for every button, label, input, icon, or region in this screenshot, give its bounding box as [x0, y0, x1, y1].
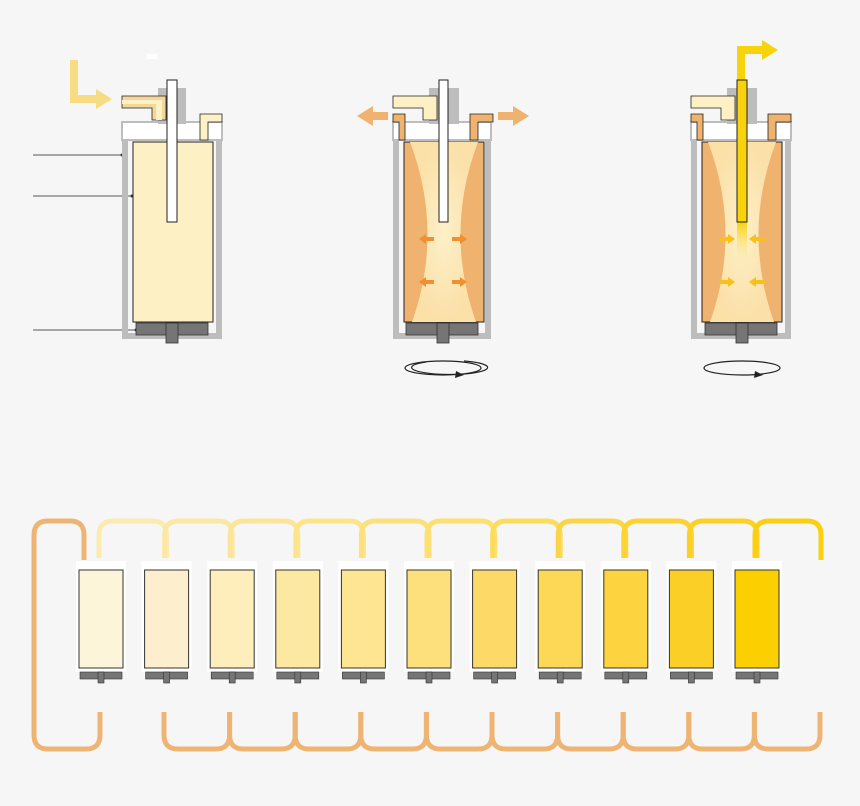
- cascade-tube: [603, 569, 649, 669]
- cascade-tube: [78, 569, 124, 669]
- cascade-tube: [406, 569, 452, 669]
- separation-arrows-icon: [419, 234, 467, 287]
- rotation-arrow-icon: [703, 360, 781, 378]
- inflow-arrow-head: [96, 89, 112, 109]
- left-outflow-arrow-icon: [357, 106, 388, 126]
- motor-shaft: [735, 322, 749, 344]
- left-outlet-pipe: [690, 113, 704, 141]
- cascade-tube: [472, 569, 518, 669]
- stage-extract: [690, 40, 792, 378]
- feed-pipe: [690, 95, 736, 121]
- feed-pipe: [392, 95, 438, 121]
- stage-separate: [357, 79, 529, 378]
- stage-fill: [33, 54, 223, 344]
- collection-arrows-icon: [719, 234, 765, 287]
- core-liquid: [410, 142, 478, 322]
- bottom-transfer-pipe: [161, 712, 233, 752]
- label-marker: [147, 54, 157, 59]
- right-outflow-arrow-icon: [498, 106, 529, 126]
- cascade-motor-shaft: [294, 671, 302, 684]
- feed-pipe-inner: [122, 100, 162, 120]
- motor-shaft: [165, 322, 179, 344]
- top-transfer-pipe: [555, 518, 629, 558]
- cascade-tube: [537, 569, 583, 669]
- bottom-transfer-pipe: [555, 712, 626, 752]
- cascade-motor-shaft: [556, 671, 564, 684]
- outflow-arrow-icon: [737, 46, 764, 86]
- cascade-process: [31, 518, 824, 752]
- cascade-tube: [209, 569, 255, 669]
- top-transfer-pipe: [96, 518, 170, 558]
- bottom-transfer-pipe: [227, 712, 298, 752]
- cascade-tube: [340, 569, 386, 669]
- cascade-tube: [734, 569, 780, 669]
- cascade-motor-shaft: [491, 671, 498, 684]
- bottom-transfer-pipe: [620, 712, 692, 752]
- cascade-motor-shaft: [163, 671, 170, 684]
- central-pipe: [736, 79, 748, 223]
- cascade-motor-shaft: [97, 671, 105, 684]
- extracted-stream: [737, 222, 747, 262]
- top-transfer-pipe: [293, 518, 366, 558]
- top-transfer-pipe: [227, 518, 301, 558]
- cascade-tube: [668, 569, 714, 669]
- top-output-pipe: [752, 518, 824, 560]
- cascade-motor-shaft: [425, 671, 433, 684]
- cascade-motor-shaft: [360, 671, 367, 684]
- top-transfer-pipe: [424, 518, 498, 558]
- cascade-motor-shaft: [622, 671, 630, 684]
- bottom-transfer-pipe: [292, 712, 364, 752]
- outlet-pipe: [199, 113, 223, 141]
- bottom-transfer-pipe: [489, 712, 561, 752]
- cascade-motor-shaft: [688, 671, 695, 684]
- bottom-transfer-pipe: [358, 712, 429, 752]
- bottom-transfer-pipe: [423, 712, 495, 752]
- top-transfer-pipe: [358, 518, 432, 558]
- central-pipe: [438, 79, 449, 223]
- bottom-transfer-pipe: [751, 712, 823, 752]
- top-transfer-pipe: [490, 518, 563, 558]
- right-outlet-pipe: [767, 113, 792, 141]
- top-transfer-pipe: [686, 518, 760, 558]
- cascade-tube: [144, 569, 190, 669]
- top-transfer-pipe: [621, 518, 694, 558]
- cascade-motor-shaft: [228, 671, 236, 684]
- inflow-arrow-icon: [70, 60, 96, 103]
- central-pipe: [166, 79, 178, 223]
- motor-shaft: [436, 322, 450, 344]
- right-outlet-pipe: [469, 113, 494, 141]
- cascade-motor-shaft: [753, 671, 761, 684]
- outflow-arrow-head: [762, 40, 778, 60]
- return-loop-pipe: [31, 518, 103, 752]
- rotation-arrow-icon: [404, 360, 489, 378]
- cascade-tube: [275, 569, 321, 669]
- top-transfer-pipe: [162, 518, 235, 558]
- bottom-transfer-pipe: [686, 712, 757, 752]
- left-outlet-pipe: [392, 113, 406, 141]
